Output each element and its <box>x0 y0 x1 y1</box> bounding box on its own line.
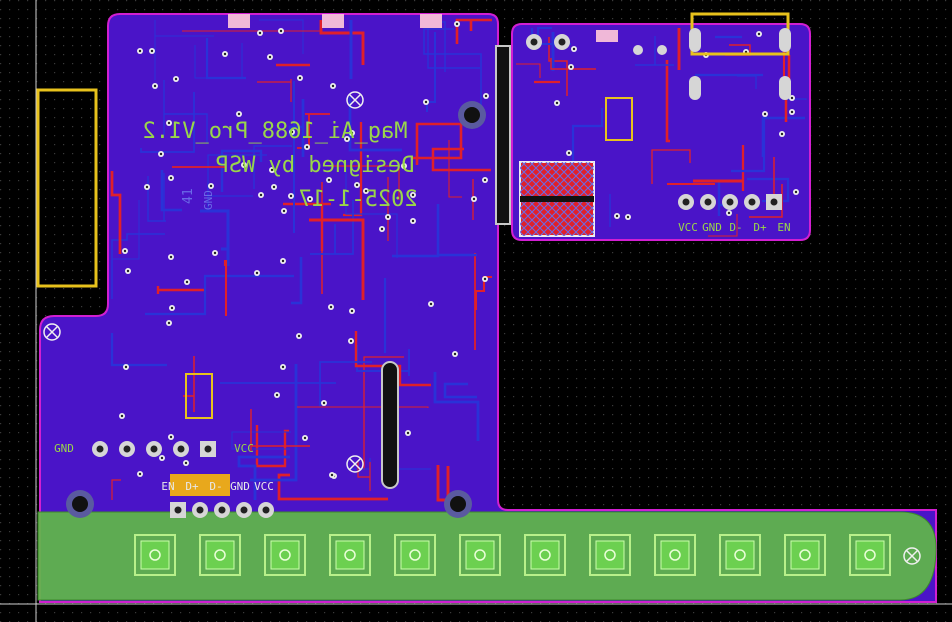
led-footprint <box>264 534 306 576</box>
connector-left-bottom-labels: EN D+ D- GND VCC <box>161 480 274 493</box>
connector-pin-label: D+ <box>753 221 767 234</box>
top-connectors <box>228 14 618 42</box>
fiducial-markers <box>43 91 921 565</box>
led-footprint <box>394 534 436 576</box>
gnd-block-label: GND <box>202 190 215 210</box>
board-title: Mag_Ai_1688_Pro_V1.2 <box>143 119 408 144</box>
led-footprint <box>784 534 826 576</box>
connector-pin-label: EN <box>161 480 174 493</box>
led-footprint <box>199 534 241 576</box>
connector-pin-label: EN <box>777 221 790 234</box>
pin-headers <box>92 28 791 518</box>
led-row <box>134 534 891 576</box>
copper-traces <box>110 18 807 502</box>
led-footprint <box>524 534 566 576</box>
led-footprint <box>849 534 891 576</box>
connector-pin-label: GND <box>54 442 74 455</box>
led-footprint <box>329 534 371 576</box>
connector-pin-label: D- <box>729 221 742 234</box>
mounting-holes <box>66 101 486 518</box>
connector-pin-label: GND <box>230 480 250 493</box>
slot-vertical-divider <box>495 45 511 225</box>
usb-connector-outline <box>36 88 98 288</box>
connector-right-labels: VCC GND D- D+ EN <box>678 221 791 234</box>
led-footprint <box>589 534 631 576</box>
connector-pin-label: GND <box>702 221 722 234</box>
connector-pin-label: D- <box>209 480 222 493</box>
num-block-label: 41 <box>181 188 196 204</box>
led-footprint <box>654 534 696 576</box>
board-date: 2025-1-17 <box>298 187 417 212</box>
connector-pin-label: VCC <box>234 442 254 455</box>
led-footprint <box>459 534 501 576</box>
connector-pin-label: VCC <box>678 221 698 234</box>
slot-vertical-center <box>381 361 399 489</box>
led-footprint <box>719 534 761 576</box>
board-designer: Designed by WSP <box>216 153 415 178</box>
ic-footprints <box>185 97 633 419</box>
connector-pin-label: D+ <box>185 480 199 493</box>
led-footprint <box>134 534 176 576</box>
connector-left-top-labels: GND VCC <box>54 442 254 455</box>
connector-pin-label: VCC <box>254 480 274 493</box>
silk-label-block <box>170 474 230 496</box>
board-outline-main <box>39 13 937 603</box>
